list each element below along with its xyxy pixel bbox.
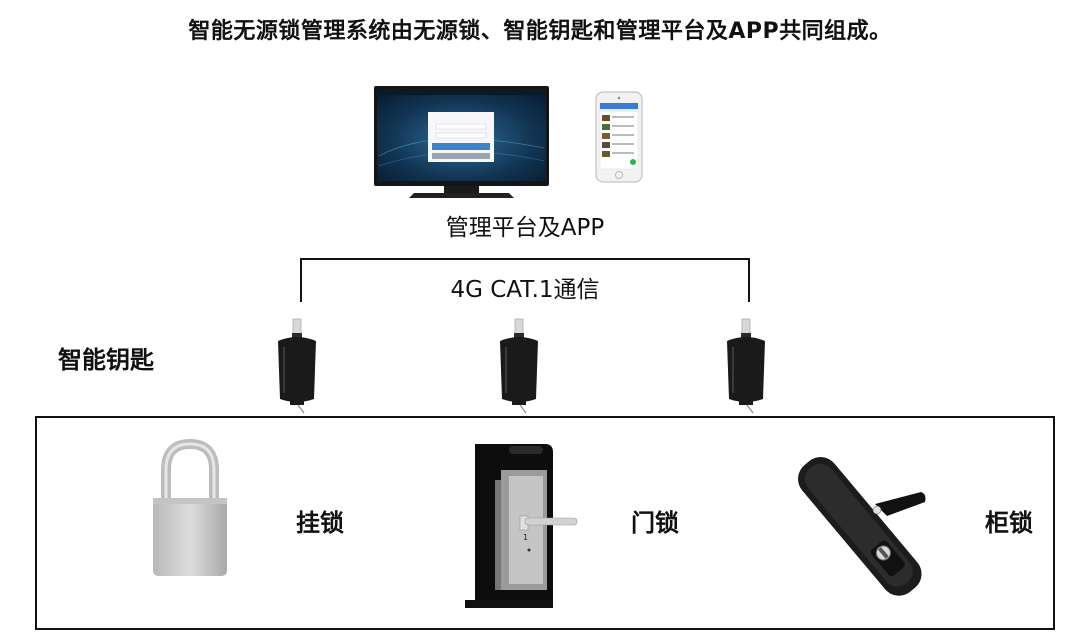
page-title: 智能无源锁管理系统由无源锁、智能钥匙和管理平台及APP共同组成。 bbox=[188, 19, 892, 44]
smart-key-icon bbox=[278, 318, 316, 414]
monitor-icon bbox=[374, 86, 549, 198]
padlock-label: 挂锁 bbox=[296, 509, 344, 537]
phone-icon bbox=[595, 91, 643, 183]
cabinet-lock-label: 柜锁 bbox=[985, 509, 1033, 537]
communication-bracket bbox=[300, 258, 750, 302]
smart-key-icon bbox=[500, 318, 538, 414]
door-lock-label: 门锁 bbox=[631, 509, 679, 537]
door-lock-icon: 1 bbox=[465, 444, 578, 608]
svg-text:1: 1 bbox=[523, 533, 528, 542]
cabinet-lock-icon bbox=[798, 457, 926, 596]
padlock-icon bbox=[153, 438, 227, 576]
smart-key-icon bbox=[727, 318, 765, 414]
management-platform-label: 管理平台及APP bbox=[445, 215, 605, 241]
smart-key-label: 智能钥匙 bbox=[58, 346, 154, 374]
communication-label: 4G CAT.1通信 bbox=[450, 277, 600, 303]
locks-panel bbox=[35, 416, 1055, 630]
